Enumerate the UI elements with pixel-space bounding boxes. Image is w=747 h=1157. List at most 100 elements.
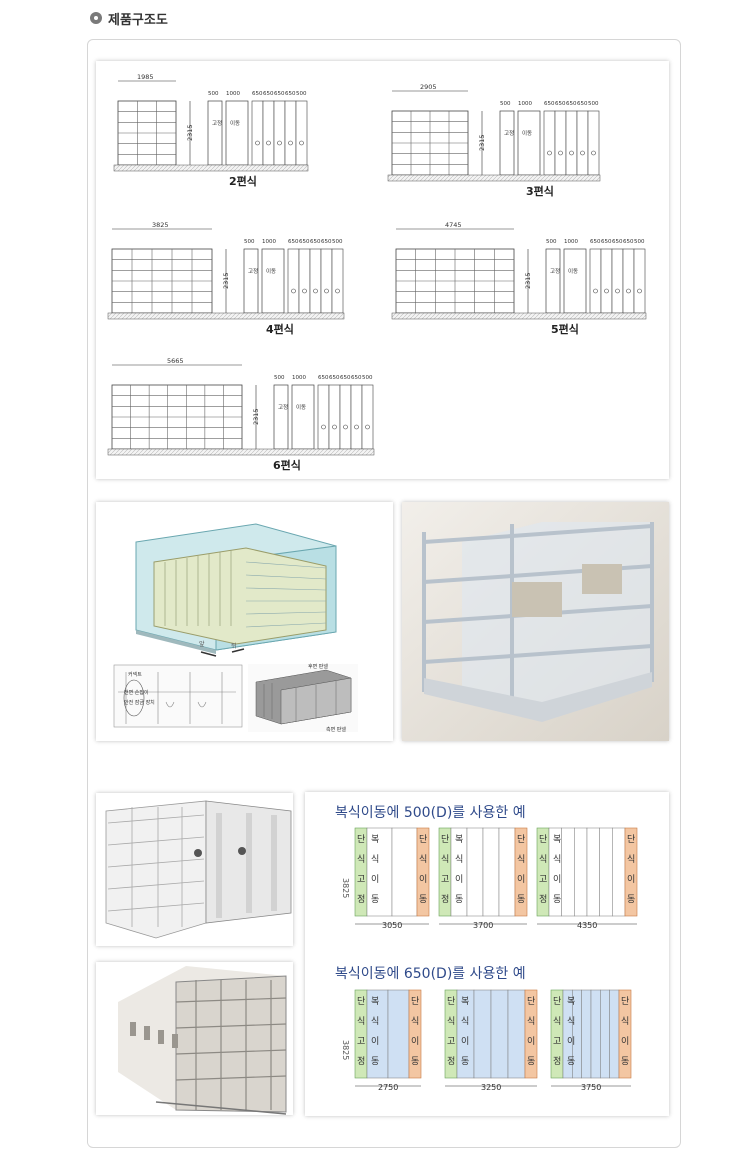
- move-char: 이: [411, 1036, 419, 1047]
- height-dim-label: 2315: [478, 134, 486, 151]
- move-char: 이: [527, 1036, 535, 1047]
- move-char: 이: [621, 1036, 629, 1047]
- example-width-label: 4350: [577, 921, 597, 930]
- section-width-label: 650: [252, 91, 263, 97]
- rear-panel-label: 측면 판넬: [326, 726, 346, 733]
- section-width-label: 650: [601, 239, 612, 245]
- fixed-label: 고정: [504, 130, 514, 137]
- section-width-label: 500: [634, 239, 645, 245]
- example-diagram-2: 3825단식고정복식이동단식이동2750단식고정복식이동단식이동3250단식고정…: [341, 989, 632, 1092]
- section-width-label: 650: [566, 101, 577, 107]
- move-char: 단: [621, 996, 629, 1007]
- double-char: 동: [567, 1056, 575, 1067]
- move-char: 동: [517, 894, 525, 905]
- double-char: 식: [371, 854, 379, 865]
- double-char: 동: [455, 894, 463, 905]
- fixed-char: 단: [357, 834, 365, 845]
- move-char: 이: [419, 874, 427, 885]
- fixed-char: 단: [447, 996, 455, 1007]
- svg-text:커넥트: 커넥트: [128, 671, 142, 678]
- move-label: 이동: [296, 403, 306, 411]
- section-width-label: 650: [318, 375, 329, 381]
- isometric-diagram-card: 앞 뒤 커넥트 전면 손잡이 안전 잠금 장치 후면 판넬 측면 판넬: [96, 502, 393, 741]
- fixed-char: 식: [539, 854, 547, 865]
- section-width-label: 650: [274, 91, 285, 97]
- fixed-char: 고: [357, 1037, 365, 1047]
- svg-text:안전 잠금 장치: 안전 잠금 장치: [124, 699, 155, 706]
- fixed-char: 정: [447, 1056, 455, 1067]
- width-dim-label: 1985: [137, 73, 154, 81]
- fixed-char: 고: [447, 1037, 455, 1047]
- move-char: 단: [517, 834, 525, 845]
- fixed-char: 정: [357, 1056, 365, 1067]
- fixed-char: 정: [539, 894, 547, 905]
- section-width-label: 650: [321, 239, 332, 245]
- double-char: 복: [553, 834, 561, 845]
- move-char: 동: [621, 1056, 629, 1067]
- section-width-label: 1000: [292, 375, 306, 381]
- section-width-label: 500: [588, 101, 599, 107]
- fixed-char: 식: [553, 1016, 561, 1027]
- move-char: 식: [411, 1016, 419, 1027]
- move-label: 이동: [522, 129, 532, 137]
- fixed-char: 정: [553, 1056, 561, 1067]
- fixed-char: 고: [539, 875, 547, 885]
- move-char: 동: [411, 1056, 419, 1067]
- move-char: 식: [527, 1016, 535, 1027]
- fixed-char: 정: [357, 894, 365, 905]
- config-label: 2편식: [229, 174, 257, 188]
- double-char: 동: [371, 894, 379, 905]
- example-width-label: 3250: [481, 1083, 501, 1092]
- move-label: 이동: [568, 267, 578, 275]
- double-char: 이: [553, 874, 561, 885]
- double-char: 이: [461, 1036, 469, 1047]
- move-char: 단: [627, 834, 635, 845]
- width-dim-label: 4745: [445, 221, 462, 229]
- double-char: 복: [461, 996, 469, 1007]
- fixed-char: 단: [539, 834, 547, 845]
- move-char: 단: [527, 996, 535, 1007]
- double-char: 식: [455, 854, 463, 865]
- section-width-label: 500: [244, 239, 255, 245]
- height-dim-label: 2315: [222, 272, 230, 289]
- section-width-label: 500: [546, 239, 557, 245]
- fixed-char: 단: [441, 834, 449, 845]
- section-width-label: 650: [310, 239, 321, 245]
- section-width-label: 650: [623, 239, 634, 245]
- double-char: 이: [567, 1036, 575, 1047]
- width-dim-label: 2905: [420, 83, 437, 91]
- double-char: 동: [461, 1056, 469, 1067]
- svg-text:뒤: 뒤: [231, 642, 237, 650]
- section-width-label: 650: [285, 91, 296, 97]
- svg-text:전면 손잡이: 전면 손잡이: [124, 689, 149, 696]
- double-char: 이: [455, 874, 463, 885]
- config-label: 3편식: [526, 184, 554, 198]
- mobile-shelf-image-1: [96, 793, 293, 946]
- fixed-char: 단: [553, 996, 561, 1007]
- double-char: 식: [461, 1016, 469, 1027]
- section-width-label: 650: [340, 375, 351, 381]
- double-char: 복: [371, 996, 379, 1007]
- svg-text:앞: 앞: [199, 640, 205, 648]
- double-char: 식: [567, 1016, 575, 1027]
- examples-card: 복식이동에 500(D)를 사용한 예 복식이동에 650(D)를 사용한 예 …: [305, 792, 669, 1116]
- double-char: 이: [371, 1036, 379, 1047]
- example-diagram-1: 3825단식고정복식이동단식이동3050단식고정복식이동단식이동3700단식고정…: [341, 827, 638, 930]
- fixed-label: 고정: [278, 404, 288, 411]
- example-diagrams: 복식이동에 500(D)를 사용한 예 복식이동에 650(D)를 사용한 예 …: [305, 792, 669, 1116]
- move-char: 식: [627, 854, 635, 865]
- move-char: 이: [627, 874, 635, 885]
- fixed-char: 식: [447, 1016, 455, 1027]
- double-char: 이: [371, 874, 379, 885]
- fixed-char: 고: [553, 1037, 561, 1047]
- section-header: 제품구조도: [90, 8, 168, 28]
- fixed-char: 식: [357, 854, 365, 865]
- mobile-shelf-image-2: [96, 962, 293, 1115]
- move-label: 이동: [266, 267, 276, 275]
